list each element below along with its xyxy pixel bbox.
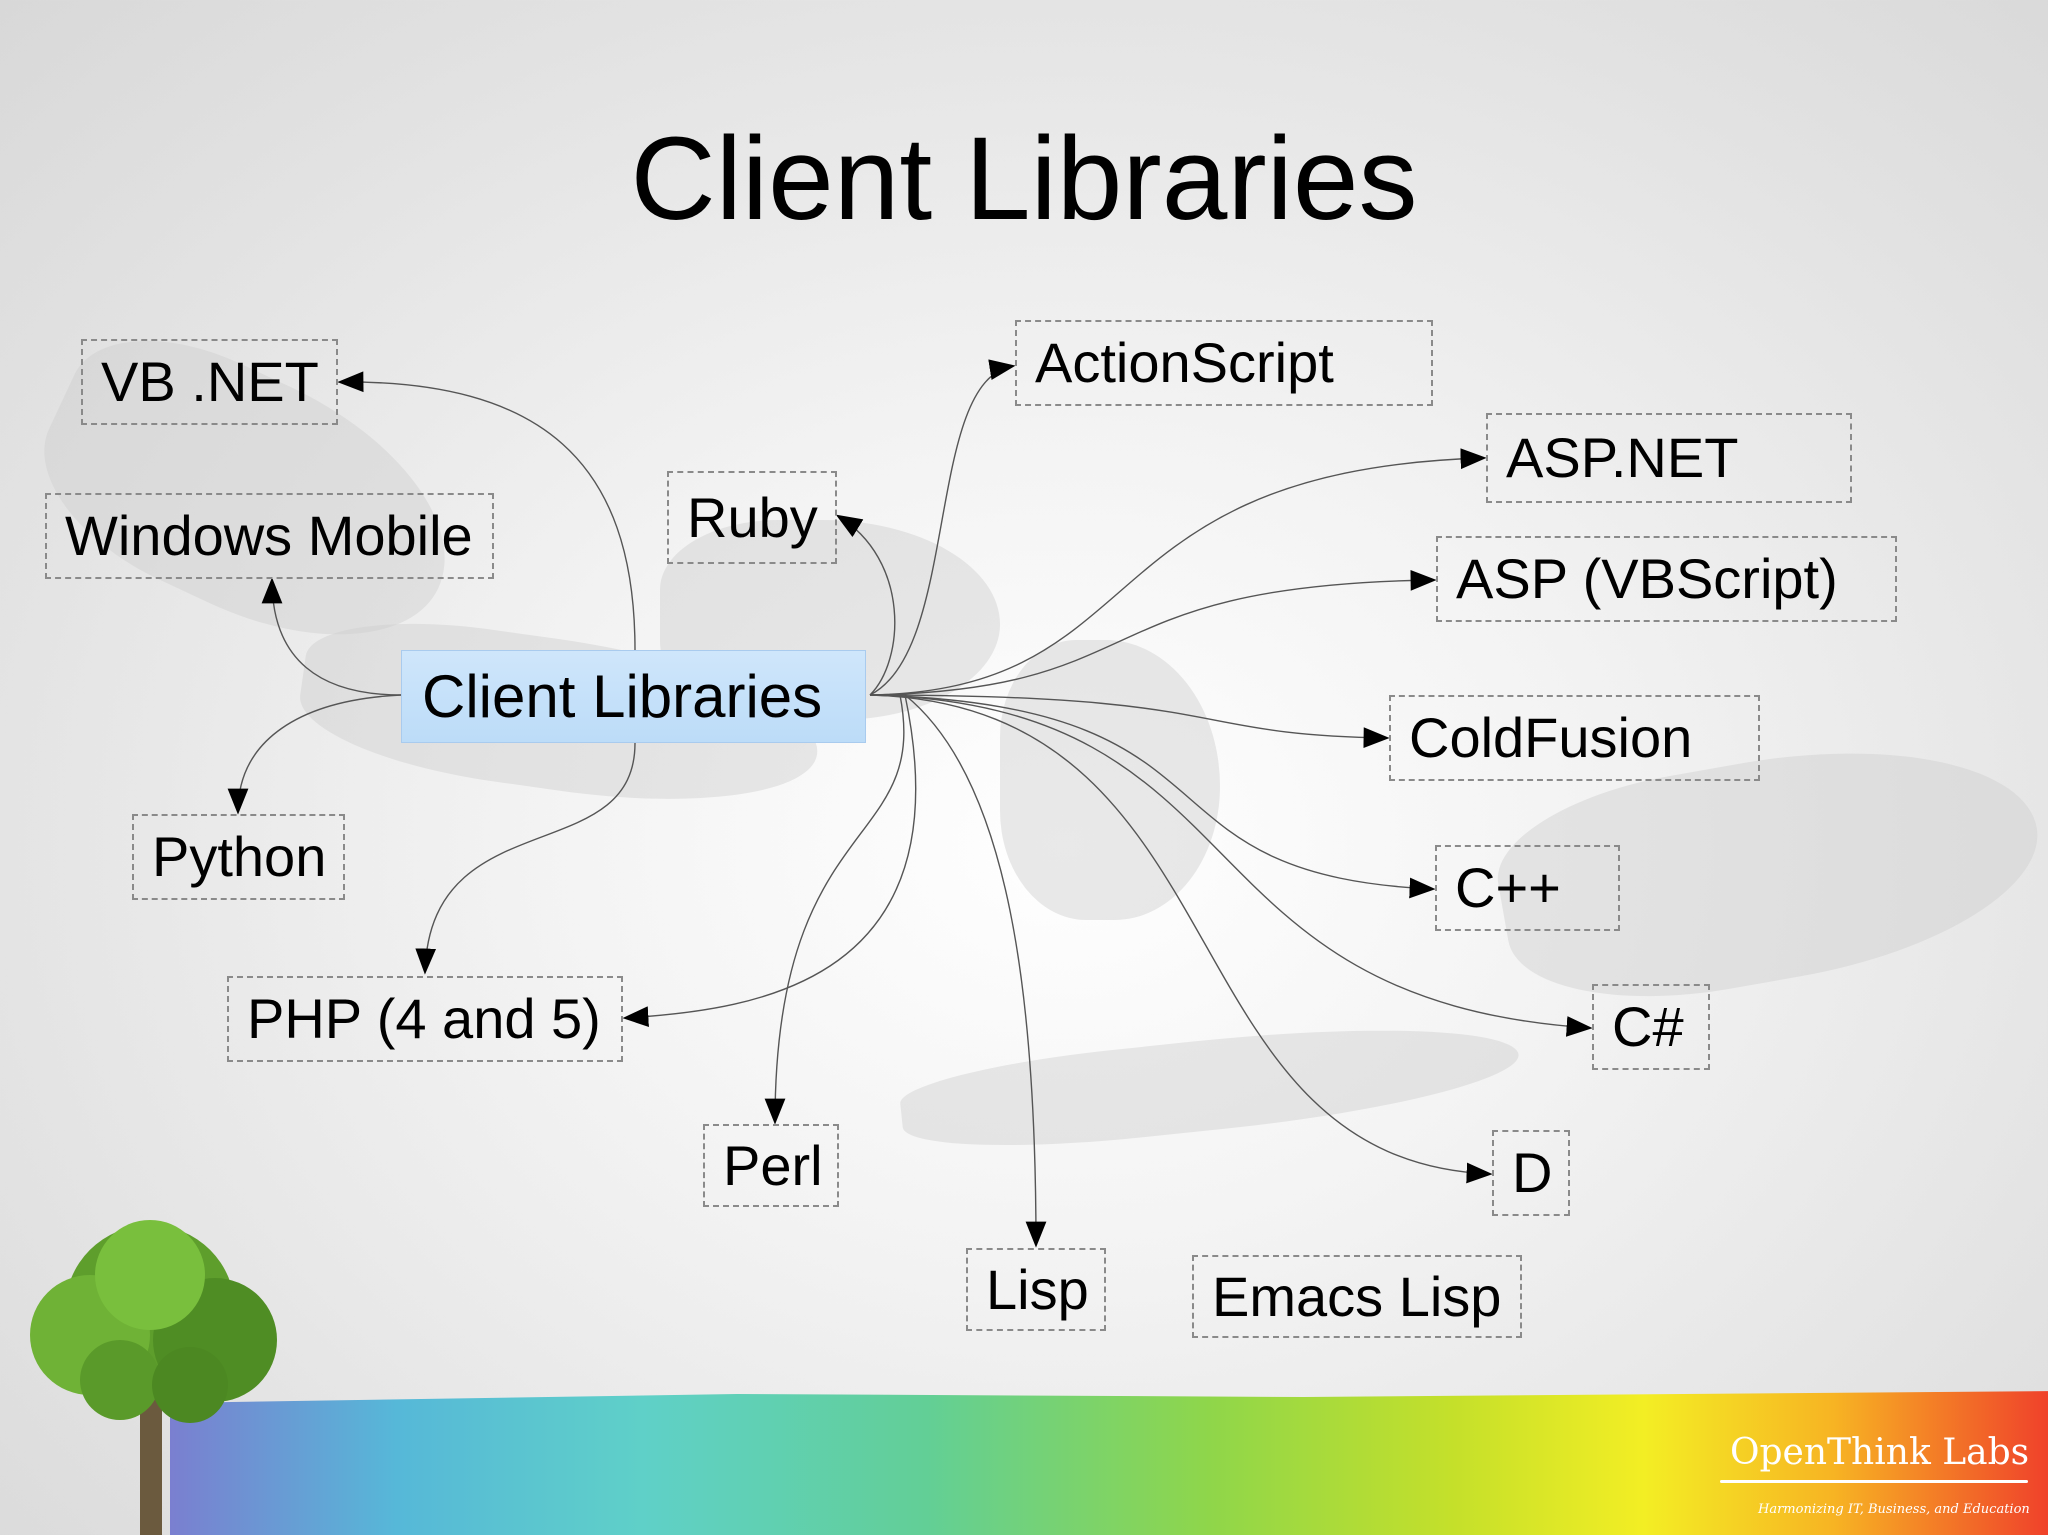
connector-coldfusion [869, 694, 1390, 749]
node-d: D [1492, 1130, 1570, 1216]
connector-python [227, 694, 402, 815]
node-aspnet: ASP.NET [1486, 413, 1852, 503]
node-asp-vbscript: ASP (VBScript) [1436, 536, 1897, 622]
center-node: Client Libraries [401, 650, 866, 743]
connector-php-right [622, 694, 917, 1027]
connector-winmobile [261, 577, 402, 696]
connector-actionscript [869, 359, 1016, 696]
tree-illustration [30, 1220, 277, 1535]
connector-d [869, 694, 1493, 1184]
node-actionscript: ActionScript [1015, 320, 1433, 406]
node-php: PHP (4 and 5) [227, 976, 623, 1062]
slide-title: Client Libraries [630, 113, 1418, 245]
brand-tagline: Harmonizing IT, Business, and Education [1758, 1502, 2030, 1517]
footer-rainbow-band [170, 1391, 2048, 1535]
node-perl: Perl [703, 1124, 839, 1207]
brand-underline [1720, 1480, 2028, 1483]
connector-aspnet [869, 448, 1487, 696]
node-emacs-lisp: Emacs Lisp [1192, 1255, 1522, 1338]
connector-lisp [904, 694, 1047, 1248]
connector-cpp [869, 694, 1436, 899]
connector-asp [869, 569, 1437, 696]
node-python: Python [132, 814, 345, 900]
node-lisp: Lisp [966, 1248, 1106, 1331]
connector-perl [764, 694, 905, 1125]
connector-vbnet [337, 371, 636, 651]
connector-ruby [835, 514, 896, 696]
node-windows-mobile: Windows Mobile [45, 493, 494, 579]
node-vbnet: VB .NET [81, 339, 338, 425]
node-ruby: Ruby [667, 471, 837, 564]
node-cpp: C++ [1435, 845, 1620, 931]
node-csharp: C# [1592, 984, 1710, 1070]
background-map-shape [1000, 640, 1220, 920]
connector-csharp [869, 694, 1593, 1037]
brand-logo: OpenThink Labs [1730, 1432, 2030, 1473]
node-coldfusion: ColdFusion [1389, 695, 1760, 781]
connector-php [415, 742, 636, 975]
